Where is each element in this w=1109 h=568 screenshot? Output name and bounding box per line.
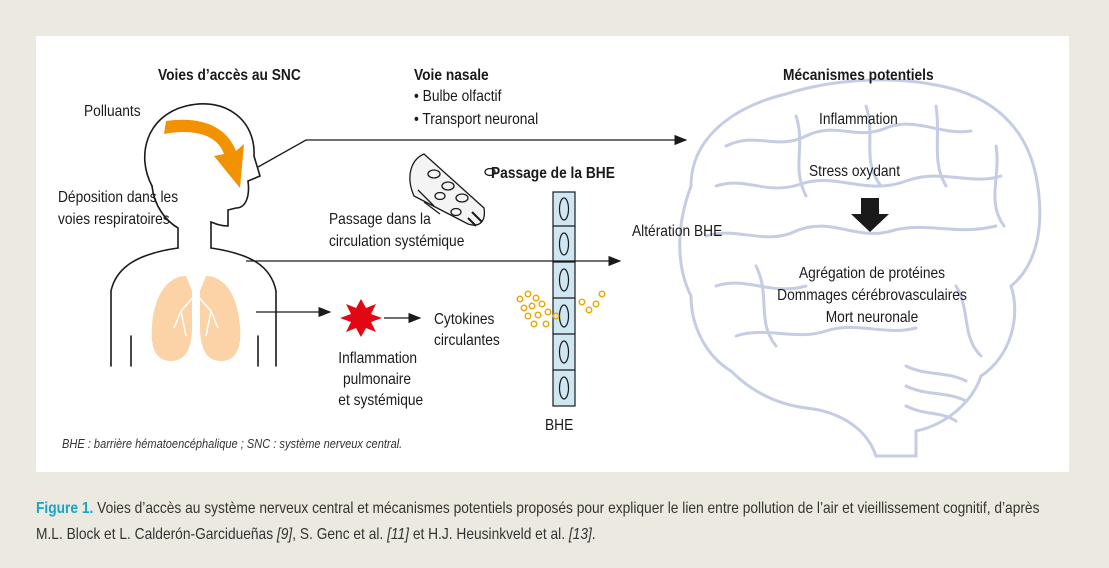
pollutants-label: Polluants bbox=[84, 103, 141, 120]
caption-text-3: et H.J. Heusinkveld et al. bbox=[408, 526, 569, 543]
caption-ref-1: [9] bbox=[276, 526, 293, 543]
bbb-column bbox=[552, 191, 576, 407]
pathway-arrows bbox=[246, 134, 688, 324]
lungs-illustration bbox=[151, 268, 241, 361]
bbb-label: BHE bbox=[545, 417, 574, 434]
nasal-arrow bbox=[257, 134, 688, 168]
deposition-label-2: voies respiratoires bbox=[58, 211, 170, 228]
figure-caption: Figure 1. Voies d’accès au système nerve… bbox=[36, 496, 1068, 548]
cytokines-label-1: Cytokines bbox=[434, 311, 495, 328]
pollutant-arrow bbox=[164, 119, 244, 188]
inflammation-burst-icon bbox=[340, 299, 382, 337]
inflammation-pulm-label-2: pulmonaire bbox=[342, 371, 412, 388]
inflammation-pulm-label-1: Inflammation bbox=[338, 350, 418, 367]
caption-ref-3: [13] bbox=[568, 526, 592, 543]
blood-vessel-icon bbox=[409, 153, 496, 227]
cytokine-particles bbox=[516, 290, 606, 328]
diagram bbox=[110, 78, 1042, 458]
nasal-item-transport: • Transport neuronal bbox=[414, 111, 539, 128]
outcome-neuronal-death: Mort neuronale bbox=[825, 309, 919, 326]
outcome-protein-aggregation: Agrégation de protéines bbox=[798, 265, 946, 282]
caption-text-2: , S. Genc et al. bbox=[292, 526, 388, 543]
mechanism-down-arrow bbox=[851, 198, 889, 232]
human-silhouette bbox=[110, 103, 277, 367]
brain-illustration bbox=[678, 78, 1042, 458]
caption-text-4: . bbox=[591, 526, 596, 543]
mechanism-inflammation: Inflammation bbox=[819, 111, 898, 128]
figure-panel: Voies d’accès au SNC Voie nasale • Bulbe… bbox=[36, 36, 1069, 472]
abbreviations-note: BHE : barrière hématoencéphalique ; SNC … bbox=[62, 436, 403, 451]
systemic-label-2: circulation systémique bbox=[329, 233, 465, 250]
heading-bbb-passage: Passage de la BHE bbox=[491, 165, 615, 182]
nasal-item-olfactory: • Bulbe olfactif bbox=[414, 88, 502, 105]
caption-ref-2: [11] bbox=[387, 526, 409, 543]
deposition-label-1: Déposition dans les bbox=[58, 189, 179, 206]
heading-access-routes: Voies d’accès au SNC bbox=[158, 67, 301, 84]
heading-nasal-route: Voie nasale bbox=[414, 67, 489, 84]
heading-mechanisms: Mécanismes potentiels bbox=[783, 67, 934, 84]
outcome-cerebrovascular: Dommages cérébrovasculaires bbox=[777, 287, 967, 304]
caption-text: Voies d’accès au système nerveux central… bbox=[36, 500, 1040, 543]
cytokines-label-2: circulantes bbox=[434, 332, 500, 349]
bbb-alteration-label: Altération BHE bbox=[632, 223, 723, 240]
systemic-label-1: Passage dans la bbox=[329, 211, 431, 228]
figure-label: Figure 1. bbox=[36, 500, 94, 517]
mechanism-oxidative-stress: Stress oxydant bbox=[809, 163, 901, 180]
inflammation-pulm-label-3: et systémique bbox=[338, 392, 424, 409]
